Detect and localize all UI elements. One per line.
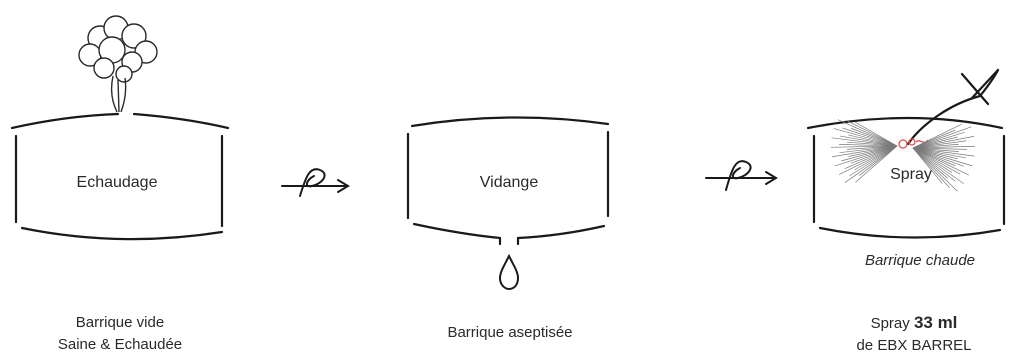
barrel-echaudage [10,112,230,241]
steam-cloud-icon [78,15,158,113]
water-drop-icon [498,253,520,291]
step-note-barrique-chaude: Barrique chaude [864,252,976,269]
caption-step-1: Barrique vide Saine & Echaudée [30,312,210,356]
step-label-spray: Spray [890,166,932,183]
caption-step-2: Barrique aseptisée [400,322,620,344]
caption-step-3-prefix: Spray [870,315,910,332]
caption-step-1-line2: Saine & Echaudée [57,336,183,353]
step-label-echaudage: Echaudage [76,174,158,191]
spray-wand-icon [906,68,1000,146]
rotate-arrow-icon-2 [705,160,778,191]
rotate-arrow-icon [281,168,350,197]
step-label-vidange: Vidange [479,174,539,191]
barrel-vidange [406,116,610,246]
caption-step-3-amount: 33 ml [913,313,958,332]
barrel-spray [806,116,1006,239]
caption-step-3-line2: de EBX BARREL [856,337,972,354]
caption-step-3: Spray 33 ml de EBX BARREL [826,312,1002,357]
spray-fan-icon [831,119,975,192]
caption-step-3-line1: Spray 33 ml [826,312,1002,335]
caption-step-1-line1: Barrique vide [75,314,165,331]
caption-step-2-line1: Barrique aseptisée [447,324,573,341]
